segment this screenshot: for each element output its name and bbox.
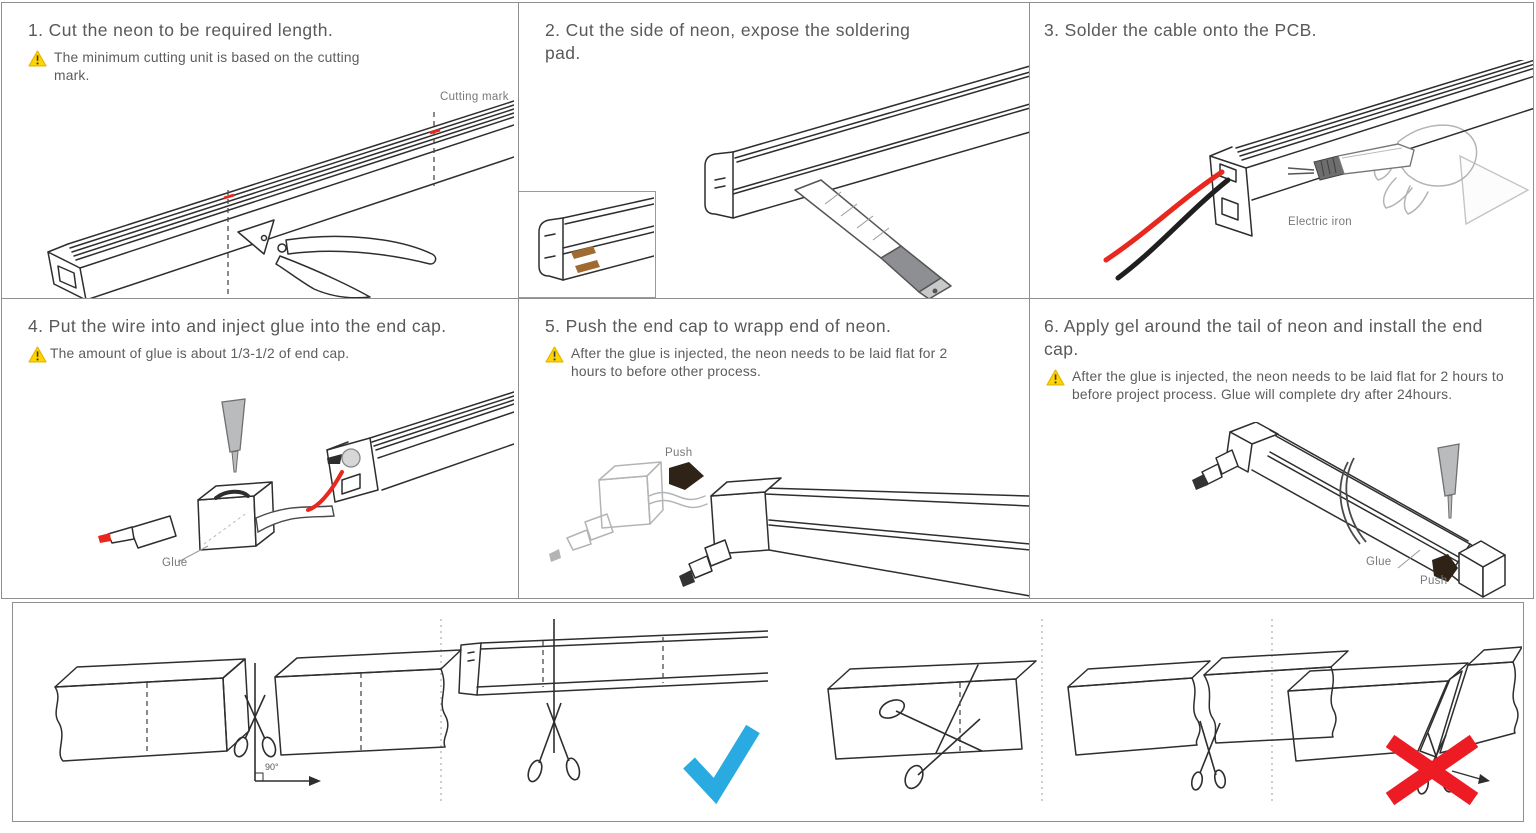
step-6-panel: 6. Apply gel around the tail of neon and… bbox=[1030, 299, 1533, 598]
steps-grid: 1. Cut the neon to be required length. T… bbox=[1, 2, 1534, 599]
step-4-warning: The amount of glue is about 1/3-1/2 of e… bbox=[28, 345, 508, 364]
incorrect-cutting-panel bbox=[768, 602, 1524, 822]
step-5-panel: 5. Push the end cap to wrapp end of neon… bbox=[519, 299, 1030, 598]
step-6-warning-text: After the glue is injected, the neon nee… bbox=[1072, 368, 1504, 403]
step-1-illustration bbox=[47, 100, 514, 298]
step-4-panel: 4. Put the wire into and inject glue int… bbox=[2, 299, 519, 598]
step-5-warning-text: After the glue is injected, the neon nee… bbox=[571, 345, 948, 380]
angle-90-label: 90° bbox=[265, 762, 279, 772]
step-4-illustration bbox=[98, 391, 514, 563]
step-5-illustration bbox=[549, 461, 1029, 597]
step-2-panel: 2. Cut the side of neon, expose the sold… bbox=[519, 3, 1030, 299]
step-1-warning-text: The minimum cutting unit is based on the… bbox=[54, 49, 360, 84]
step-6-illustration bbox=[1192, 422, 1506, 598]
incorrect-cutting-illustration bbox=[827, 619, 1523, 806]
push-label: Push bbox=[665, 447, 693, 459]
step-4-warning-text: The amount of glue is about 1/3-1/2 of e… bbox=[50, 345, 350, 361]
cutting-mark-label: Cutting mark bbox=[440, 91, 509, 103]
step-6-title: 6. Apply gel around the tail of neon and… bbox=[1044, 316, 1483, 359]
correct-cutting-panel: 90° bbox=[12, 602, 769, 822]
step-6-warning: After the glue is injected, the neon nee… bbox=[1046, 368, 1523, 405]
warning-icon bbox=[28, 346, 47, 363]
electric-iron-label: Electric iron bbox=[1288, 216, 1352, 228]
step-2-title: 2. Cut the side of neon, expose the sold… bbox=[545, 20, 911, 63]
warning-icon bbox=[1046, 368, 1065, 386]
push-label: Push bbox=[1420, 575, 1448, 587]
check-icon bbox=[683, 724, 760, 805]
step-4-title: 4. Put the wire into and inject glue int… bbox=[28, 316, 447, 336]
step-3-panel: 3. Solder the cable onto the PCB. bbox=[1030, 3, 1533, 299]
soldering-pad-inset bbox=[519, 191, 656, 298]
step-3-illustration bbox=[1103, 60, 1533, 281]
warning-icon bbox=[28, 50, 47, 67]
glue-label: Glue bbox=[162, 557, 188, 569]
correct-cutting-illustration: 90° bbox=[54, 619, 769, 805]
glue-label: Glue bbox=[1366, 556, 1392, 568]
step-2-illustration bbox=[704, 65, 1029, 298]
cross-icon bbox=[1385, 734, 1479, 806]
warning-icon bbox=[545, 346, 564, 363]
step-5-title: 5. Push the end cap to wrapp end of neon… bbox=[545, 316, 892, 336]
step-1-title: 1. Cut the neon to be required length. bbox=[28, 20, 334, 40]
step-1-panel: 1. Cut the neon to be required length. T… bbox=[2, 3, 519, 299]
step-1-warning: The minimum cutting unit is based on the… bbox=[28, 49, 508, 86]
step-5-warning: After the glue is injected, the neon nee… bbox=[545, 345, 1019, 382]
soldering-pad-closeup bbox=[538, 197, 655, 281]
step-3-title: 3. Solder the cable onto the PCB. bbox=[1044, 20, 1317, 40]
